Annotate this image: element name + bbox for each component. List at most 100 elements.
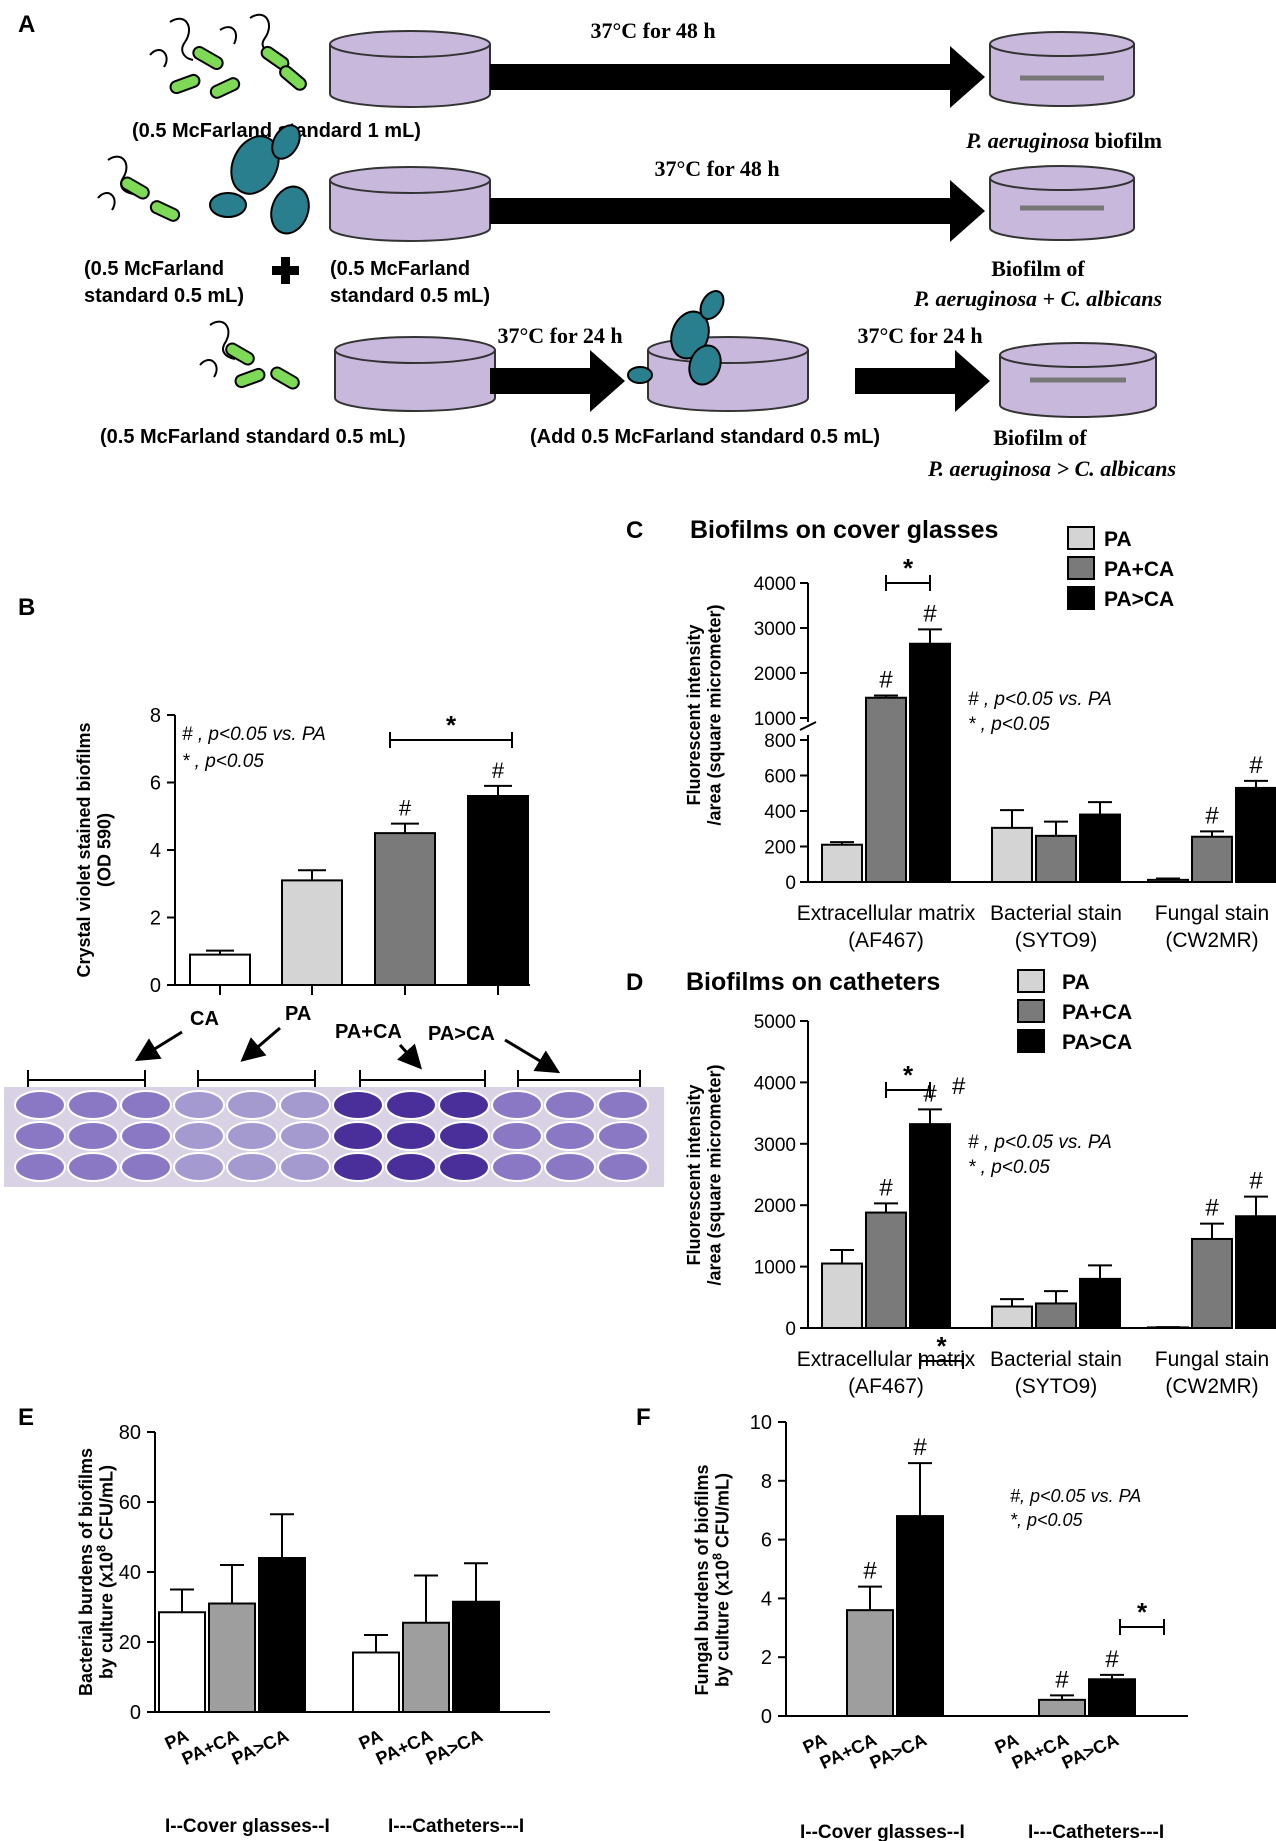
row3-arrow2-icon [855, 350, 990, 412]
chart-f-y-tick-label: 0 [761, 1706, 772, 1728]
chart-f-annotation-0: #, p<0.05 vs. PA [1010, 1486, 1141, 1506]
chart-c-y-tick-label: 0 [785, 873, 796, 894]
plate-well [226, 1090, 278, 1120]
row2-inoculum-b-line2: standard 0.5 mL) [330, 285, 490, 307]
chart-e-x-tick-label: PA+CA [179, 1725, 242, 1769]
plate-well [544, 1121, 596, 1151]
chart-d-bar-0-2 [909, 1123, 951, 1329]
plate-well [438, 1121, 490, 1151]
chart-d-bar-1-1 [1035, 1302, 1077, 1329]
b-y-tick-label: 8 [150, 705, 161, 727]
row3-condition2-label: 37°C for 24 h [857, 323, 982, 348]
chart-c-category-label: Fungal stain [1155, 902, 1269, 925]
row2-inoculum-a-line1: (0.5 McFarland [84, 258, 224, 280]
plate-well [491, 1090, 543, 1120]
group-label-cover-glasses-f: I--Cover glasses--I [800, 1822, 965, 1841]
chart-d-mark-extra: # [952, 1073, 966, 1100]
chart-c-axis-break [799, 721, 817, 731]
plate-well [544, 1152, 596, 1182]
plate-well [491, 1121, 543, 1151]
plate-well [67, 1152, 119, 1182]
plate-well [67, 1090, 119, 1120]
chart-c-category-label: Bacterial stain [990, 902, 1122, 925]
row2-fungi-icon [209, 124, 310, 235]
chart-e-y-axis-label-line: Bacterial burdens of biofilms [76, 1448, 96, 1696]
chart-e-bar-0-2 [258, 1557, 306, 1713]
plus-icon [272, 257, 299, 284]
chart-c-y-axis-label-line: Fluorescent intensity [684, 624, 704, 805]
chart-d-legend-swatch-0 [1017, 969, 1045, 993]
chart-c-bar-0-0 [821, 843, 863, 883]
plate-well [279, 1121, 331, 1151]
chart-c-legend-label-0: PA [1104, 528, 1132, 551]
plate-well [173, 1090, 225, 1120]
chart-c-category-label: (SYTO9) [1015, 929, 1097, 952]
chart-c-bar-1-1 [1035, 834, 1077, 883]
chart-c-legend-swatch-2 [1067, 586, 1095, 610]
chart-d-y-tick-label: 4000 [754, 1073, 796, 1094]
chart-f-bar-1-2 [1088, 1678, 1136, 1717]
plate-bracket-pa [197, 1070, 316, 1090]
plate-arrow-ca [134, 1030, 183, 1062]
chart-f-annotation-1: *, p<0.05 [1010, 1510, 1084, 1530]
chart-f-y-tick-label: 8 [761, 1471, 772, 1493]
chart-f-sig-0-bracket [919, 1353, 964, 1369]
chart-f-x-tick-label: PA+CA [1009, 1729, 1072, 1773]
chart-f-sig-1-star: * [1137, 1597, 1148, 1627]
row2-result-dish-icon [989, 165, 1135, 241]
chart-d-bar-1-0 [991, 1305, 1033, 1330]
chart-d-mark: # [1249, 1168, 1263, 1195]
chart-e-bar-1-2 [452, 1600, 500, 1713]
chart-f-x-tick-label: PA+CA [817, 1729, 880, 1773]
row1-inoculum-label: (0.5 McFarland standard 1 mL) [132, 120, 421, 142]
panel-e-label: E [18, 1404, 34, 1431]
chart-d-bar-2-1 [1191, 1237, 1233, 1329]
plate-well [544, 1090, 596, 1120]
plate-well [279, 1152, 331, 1182]
group-label-catheters-e: I---Catheters---I [388, 1816, 524, 1837]
row3-addition-label: (Add 0.5 McFarland standard 0.5 mL) [530, 426, 880, 448]
chart-c-y-axis-label: Fluorescent intensity/area (square micro… [684, 604, 725, 825]
chart-c-legend-label-2: PA>CA [1104, 588, 1174, 611]
b-bar-1 [281, 879, 343, 986]
chart-c-category-label: (AF467) [848, 929, 924, 952]
chart-d-mark: # [1205, 1195, 1219, 1222]
row2-bacteria-icon [97, 155, 181, 222]
plate-well [226, 1121, 278, 1151]
b-mark-3: # [492, 758, 505, 783]
row2-result-line1: Biofilm of [991, 256, 1085, 281]
row3-condition1-label: 37°C for 24 h [497, 323, 622, 348]
row3-dish-icon [334, 336, 496, 412]
plate-arrow-pa [240, 1026, 281, 1062]
plate-well [120, 1090, 172, 1120]
b-y-tick-label: 2 [150, 908, 161, 930]
row2-inoculum-b-line1: (0.5 McFarland [330, 258, 470, 280]
chart-d-title: Biofilms on catheters [686, 968, 940, 996]
chart-e-bar-1-1 [402, 1621, 450, 1713]
chart-c-legend-swatch-1 [1067, 556, 1095, 580]
chart-d-bar-1-2 [1079, 1277, 1121, 1330]
row2-dish-icon [329, 166, 491, 242]
row3-result-line1: Biofilm of [993, 425, 1087, 450]
chart-c-bar-2-0 [1147, 878, 1189, 883]
chart-e-y-tick-label: 80 [119, 1422, 141, 1444]
chart-f-mark: # [1105, 1646, 1119, 1673]
chart-e-bar-1-0 [352, 1651, 400, 1713]
chart-f-y-axis-label-exponent: 8 [711, 1553, 725, 1560]
plate-well [332, 1152, 384, 1182]
chart-e-bar-0-0 [158, 1611, 206, 1713]
chart-c-bar-0-1 [865, 696, 907, 883]
plate-bracket-ca [27, 1070, 146, 1090]
row1-result-label: P. aeruginosa biofilm [965, 128, 1162, 153]
plate-bracket-pa-ca [359, 1070, 486, 1090]
chart-d-mark: # [879, 1174, 893, 1201]
chart-c-y-tick-label: 3000 [754, 619, 796, 640]
chart-d-y-axis-label-line: /area (square micrometer) [705, 1064, 725, 1285]
chart-c-bar-1-2 [1079, 813, 1121, 883]
row3-fungi-icon [627, 290, 725, 386]
plate-well [14, 1152, 66, 1182]
